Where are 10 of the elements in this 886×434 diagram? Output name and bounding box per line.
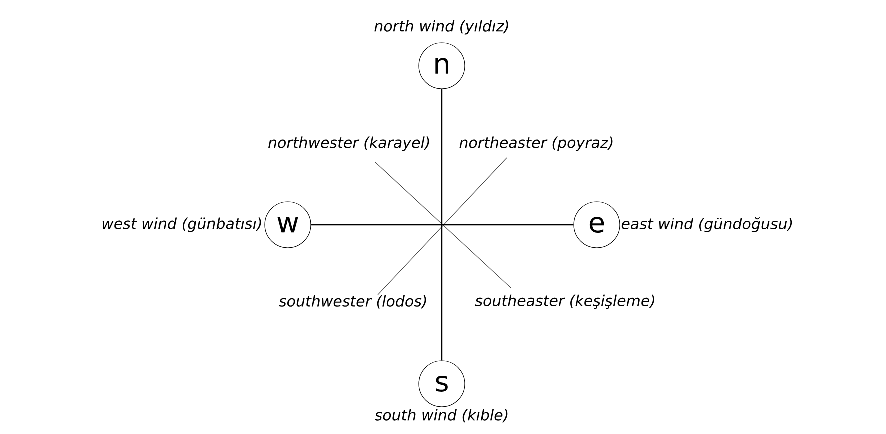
wind-label: northwester (karayel): [268, 136, 430, 152]
connector-line: [441, 89, 443, 361]
wind-label: north wind (yıldız): [374, 20, 508, 35]
wind-label: southwester (lodos): [279, 295, 426, 309]
wind-label: west wind (günbatısı): [102, 218, 262, 232]
wind-label: east wind (gündoğusu): [622, 218, 792, 232]
wind-label: southeaster (keşişleme): [475, 294, 654, 310]
wind-label: south wind (kıble): [375, 409, 508, 423]
wind-label: northeaster (poyraz): [460, 136, 613, 152]
connector-line: [311, 224, 574, 226]
